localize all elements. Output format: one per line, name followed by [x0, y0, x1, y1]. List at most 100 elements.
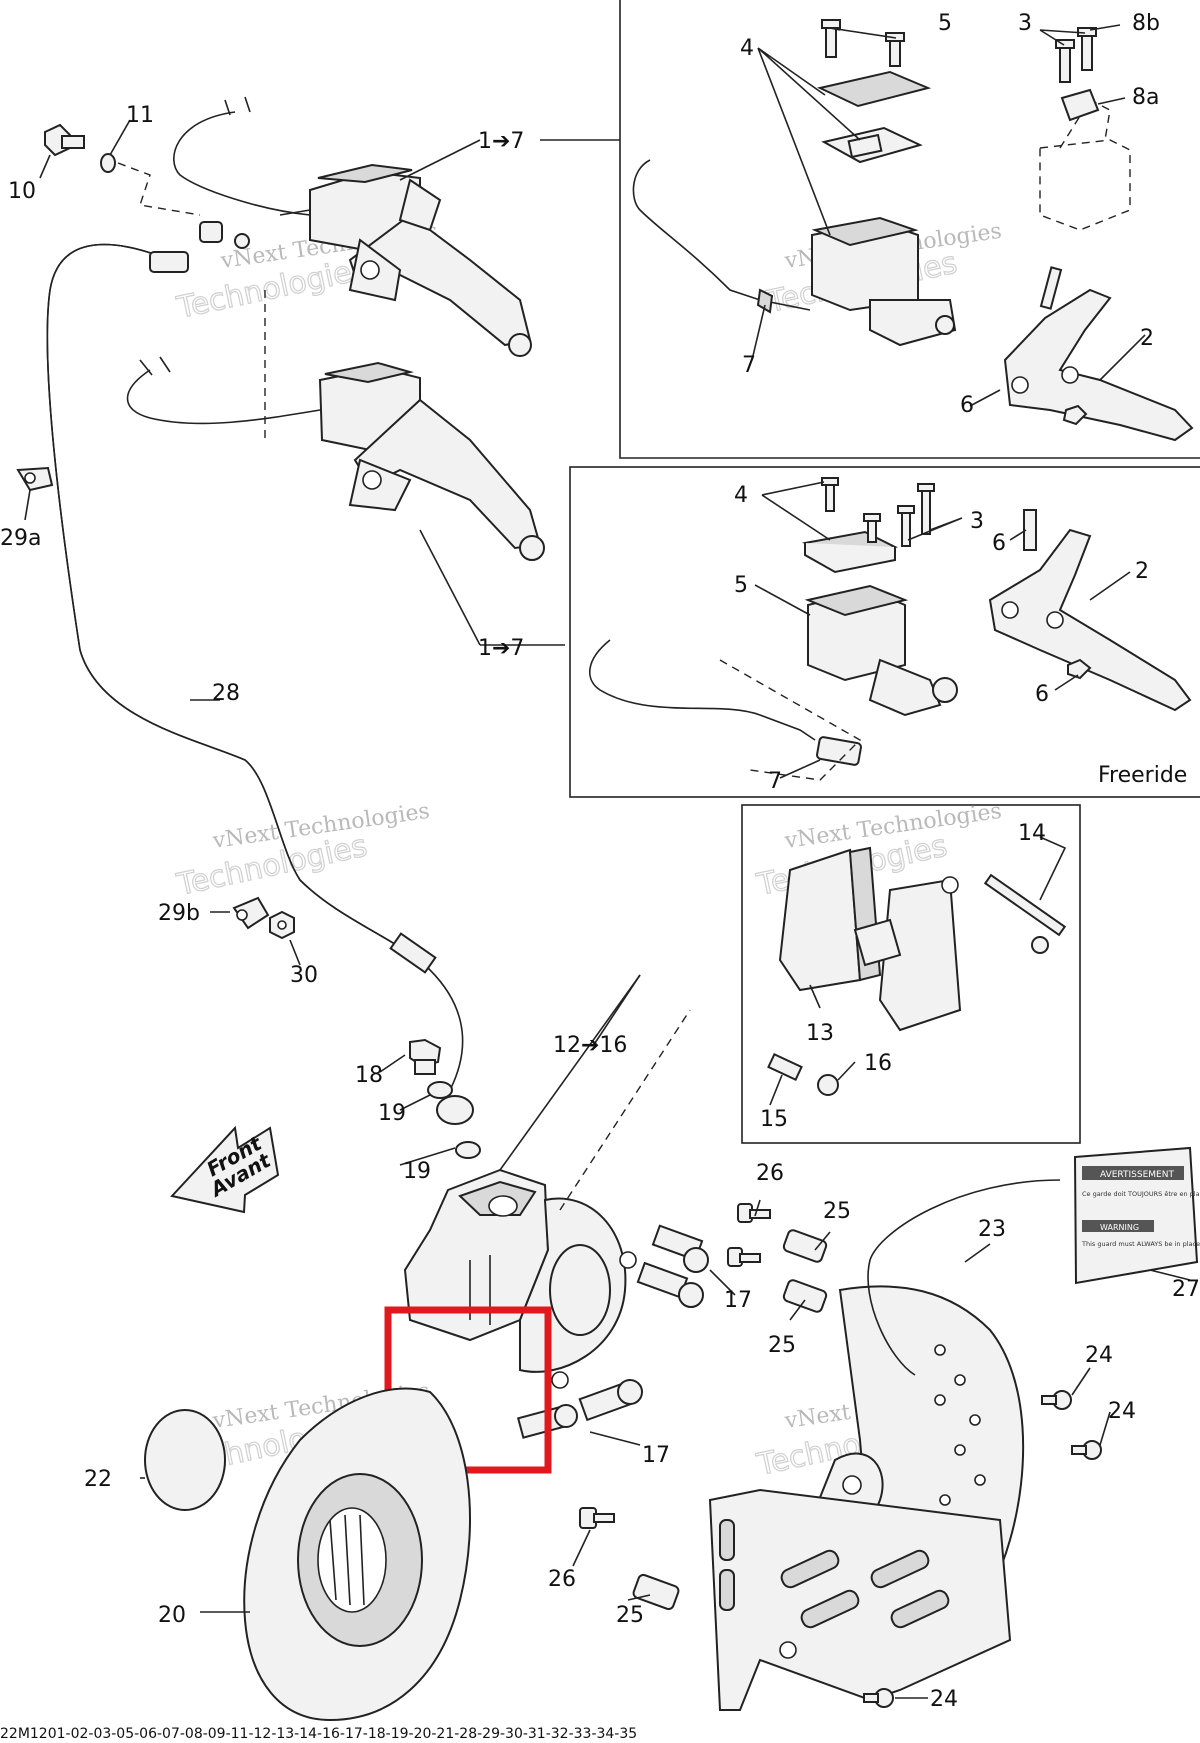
spacer-25-b: [782, 1279, 828, 1313]
inset1-screws-5: [821, 19, 905, 67]
callout-1-7-mid: 1➔7: [478, 636, 524, 661]
callout-19-upper: 19: [378, 1101, 406, 1126]
svg-text:Ce garde doit TOUJOURS être en: Ce garde doit TOUJOURS être en place lor…: [1082, 1190, 1200, 1198]
callout-17-lower: 17: [642, 1443, 670, 1468]
inset3-pad-right: [878, 876, 962, 1032]
inset1-callout-5: 5: [938, 11, 952, 36]
callout-25-lower: 25: [616, 1603, 644, 1628]
callout-26-lower: 26: [548, 1567, 576, 1592]
bolt-26-lower: [579, 1507, 615, 1529]
caliper-bolt-17-a: [651, 1224, 709, 1273]
inset1-reservoir-cap: [816, 70, 932, 164]
callout-24-b: 24: [1108, 1399, 1136, 1424]
master-cylinder-upper: [173, 96, 532, 357]
inset1-callout-2: 2: [1140, 326, 1154, 351]
brake-caliper: [403, 1168, 637, 1389]
callout-22: 22: [84, 1467, 112, 1492]
inset3-pin-14: [983, 873, 1067, 954]
caliper-bolt-17-c: [578, 1379, 643, 1422]
washer-19-lower: [455, 1141, 481, 1159]
inset2-pivot-6: [1023, 509, 1092, 680]
inset1-clamp-8a: [1060, 88, 1100, 122]
washer-19-upper: [427, 1081, 453, 1099]
callout-25-upper: 25: [823, 1199, 851, 1224]
callout-29a: 29a: [0, 526, 41, 551]
inset2-brake-switch-7: [816, 736, 862, 766]
banjo-bolt-18: [409, 1038, 442, 1075]
inset3-bleeder-15: [767, 1052, 803, 1082]
washer-11: [100, 153, 116, 173]
brake-disc-20: [243, 1387, 471, 1722]
inset3-callout-16: 16: [864, 1051, 892, 1076]
inset-brake-pads: [741, 804, 1081, 1144]
inset1-callout-8a: 8a: [1132, 85, 1159, 110]
inset3-spring: [853, 918, 902, 967]
screw-24-a: [1041, 1390, 1072, 1410]
hose-lower-fitting: [429, 969, 464, 1091]
nut-30: [269, 910, 295, 940]
callout-20: 20: [158, 1603, 186, 1628]
warning-decal-27: AVERTISSEMENT Ce garde doit TOUJOURS êtr…: [1073, 1146, 1200, 1285]
inset3-pad-left: [778, 846, 882, 992]
front-direction-arrow: Front Avant: [170, 1125, 280, 1214]
inset2-screws: [821, 477, 935, 547]
callout-11: 11: [126, 103, 154, 128]
callout-27: 27: [1172, 1277, 1200, 1302]
inset2-callout-6-lower: 6: [1035, 682, 1049, 707]
hose-clamp-29a: [16, 466, 54, 492]
callout-28: 28: [212, 681, 240, 706]
fitting-upper-left: [149, 221, 250, 273]
leader-lines: [24, 24, 1146, 1699]
callout-29b: 29b: [158, 901, 200, 926]
inset1-screws-3: [1055, 27, 1097, 83]
callout-24-a: 24: [1085, 1343, 1113, 1368]
inset2-callout-5: 5: [734, 573, 748, 598]
inset1-lever-2: [1003, 288, 1194, 442]
inset1-ghost-cylinder: [1039, 99, 1131, 231]
inset2-lever-2: [988, 528, 1192, 712]
screw-24-b: [1071, 1440, 1102, 1460]
callout-26-upper: 26: [756, 1161, 784, 1186]
inset2-master-cylinder: [588, 584, 958, 741]
banjo-bolt-10: [44, 123, 85, 157]
spacer-25-c: [632, 1573, 680, 1611]
inset-master-cylinder-top: [619, 0, 1200, 459]
footer-part-code: 22M1201-02-03-05-06-07-08-09-11-12-13-14…: [0, 1726, 637, 1742]
callout-labels: 10 11 1➔7 29a 28 1➔7 29b 30 18 19 19 12➔…: [0, 11, 1200, 1712]
svg-text:AVERTISSEMENT: AVERTISSEMENT: [1100, 1170, 1174, 1180]
inset-freeride: [569, 466, 1200, 798]
o-ring-22: [144, 1409, 226, 1511]
svg-text:WARNING: WARNING: [1100, 1223, 1139, 1232]
inset2-callout-4: 4: [734, 483, 748, 508]
callout-30: 30: [290, 963, 318, 988]
callout-10: 10: [8, 179, 36, 204]
callout-18: 18: [355, 1063, 383, 1088]
inset3-cap-16: [817, 1074, 839, 1096]
bolt-26-b: [727, 1247, 761, 1267]
hose-clamp-29b: [232, 896, 270, 930]
callout-12-16: 12➔16: [553, 1033, 627, 1058]
svg-text:This guard must ALWAYS be in p: This guard must ALWAYS be in place when …: [1081, 1240, 1200, 1248]
freeride-label: Freeride: [1098, 763, 1187, 788]
inset1-callout-7: 7: [742, 353, 756, 378]
inset3-callout-14: 14: [1018, 821, 1046, 846]
inset1-callout-3: 3: [1018, 11, 1032, 36]
screw-24-c: [863, 1688, 894, 1708]
callout-1-7-top: 1➔7: [478, 129, 524, 154]
inset3-callout-15: 15: [760, 1107, 788, 1132]
master-cylinder-lower: [126, 356, 545, 561]
banjo-fitting: [436, 1095, 474, 1125]
callout-19-lower: 19: [403, 1159, 431, 1184]
callout-23: 23: [978, 1217, 1006, 1242]
hose-fitting: [389, 932, 437, 974]
inset2-callout-6-upper: 6: [992, 531, 1006, 556]
inset1-callout-8b: 8b: [1132, 11, 1160, 36]
inset2-callout-3: 3: [970, 509, 984, 534]
inset2-callout-7: 7: [768, 769, 782, 794]
callout-24-c: 24: [930, 1687, 958, 1712]
inset1-master-cylinder: [632, 159, 957, 347]
inset1-pivot-6: [1039, 266, 1088, 426]
inset1-callout-4: 4: [740, 36, 754, 61]
guard-bracket: [708, 1488, 1012, 1711]
